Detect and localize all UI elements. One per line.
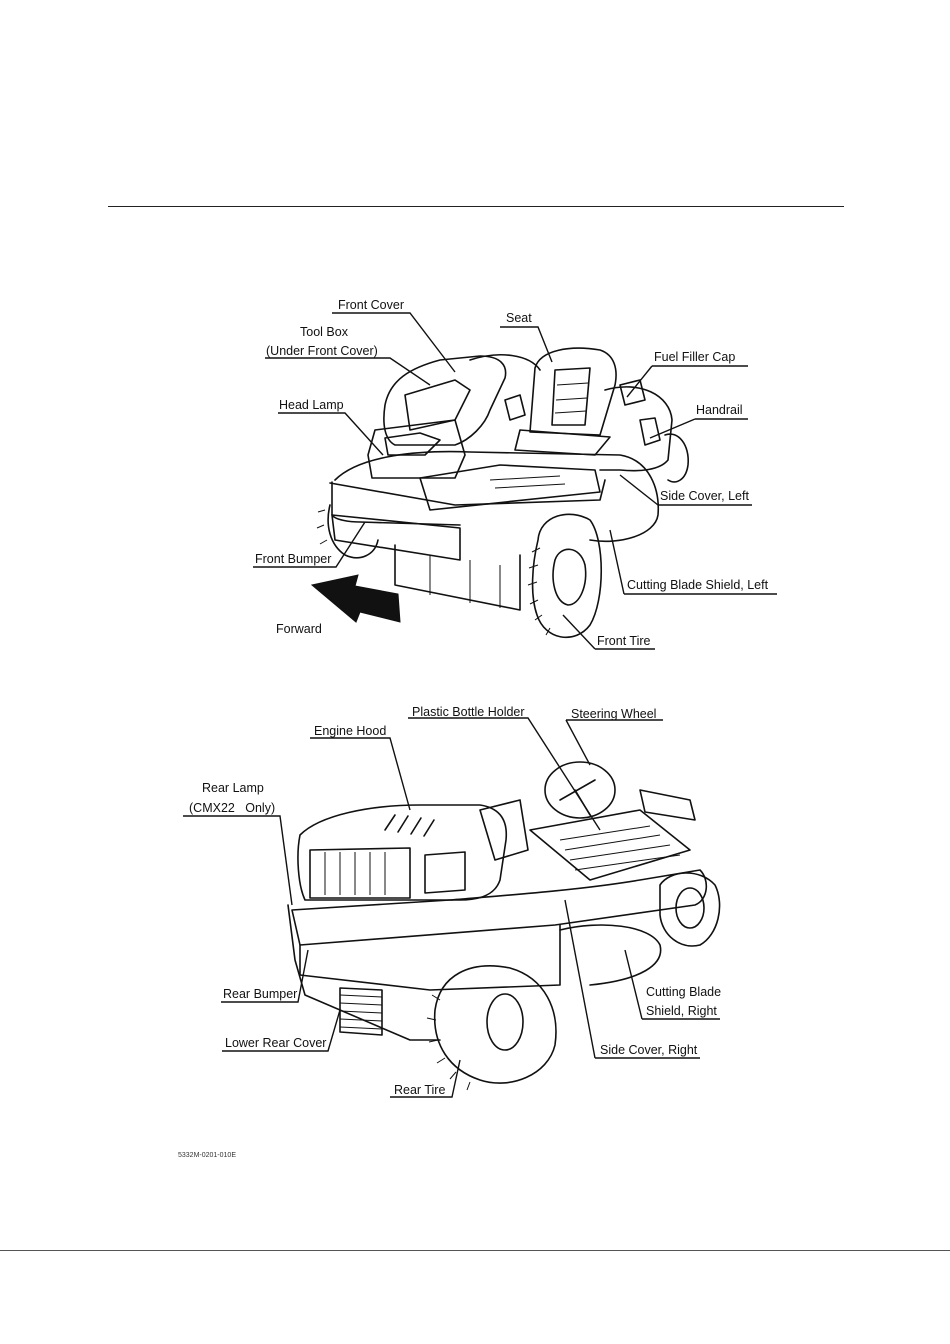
label-fuel-filler-cap: Fuel Filler Cap (654, 350, 735, 364)
label-cutting-blade-shield-left: Cutting Blade Shield, Left (627, 578, 769, 592)
label-front-tire: Front Tire (597, 634, 651, 648)
label-handrail: Handrail (696, 403, 743, 417)
label-tool-box: Tool Box (300, 325, 349, 339)
label-front-bumper: Front Bumper (255, 552, 331, 566)
label-seat: Seat (506, 311, 532, 325)
label-plastic-bottle-holder: Plastic Bottle Holder (412, 705, 525, 719)
label-forward: Forward (276, 622, 322, 636)
figure-code: 5332M-0201-010E (178, 1152, 236, 1159)
label-side-cover-right: Side Cover, Right (600, 1043, 698, 1057)
mower-front-illustration (310, 347, 689, 639)
label-rear-lamp: Rear Lamp (202, 781, 264, 795)
label-rear-tire: Rear Tire (394, 1083, 445, 1097)
label-rear-lamp-note: (CMX22 Only) (189, 801, 275, 815)
figure2-leaders (183, 717, 720, 1098)
label-cutting-blade-shield-right-line2: Shield, Right (646, 1004, 717, 1018)
label-lower-rear-cover: Lower Rear Cover (225, 1036, 326, 1050)
figure1-leaders (253, 312, 777, 650)
label-rear-bumper: Rear Bumper (223, 987, 297, 1001)
mower-rear-illustration (287, 761, 721, 1091)
label-steering-wheel: Steering Wheel (571, 707, 656, 721)
label-tool-box-note: (Under Front Cover) (266, 344, 378, 358)
label-side-cover-left: Side Cover, Left (660, 489, 749, 503)
label-engine-hood: Engine Hood (314, 724, 386, 738)
label-front-cover: Front Cover (338, 298, 404, 312)
figure2-labels: Plastic Bottle Holder Steering Wheel Eng… (189, 705, 721, 1097)
figure1-labels: Front Cover Tool Box (Under Front Cover)… (255, 298, 769, 648)
label-head-lamp: Head Lamp (279, 398, 344, 412)
bottom-rule (0, 1250, 950, 1251)
label-cutting-blade-shield-right-line1: Cutting Blade (646, 985, 721, 999)
top-rule (108, 206, 844, 207)
